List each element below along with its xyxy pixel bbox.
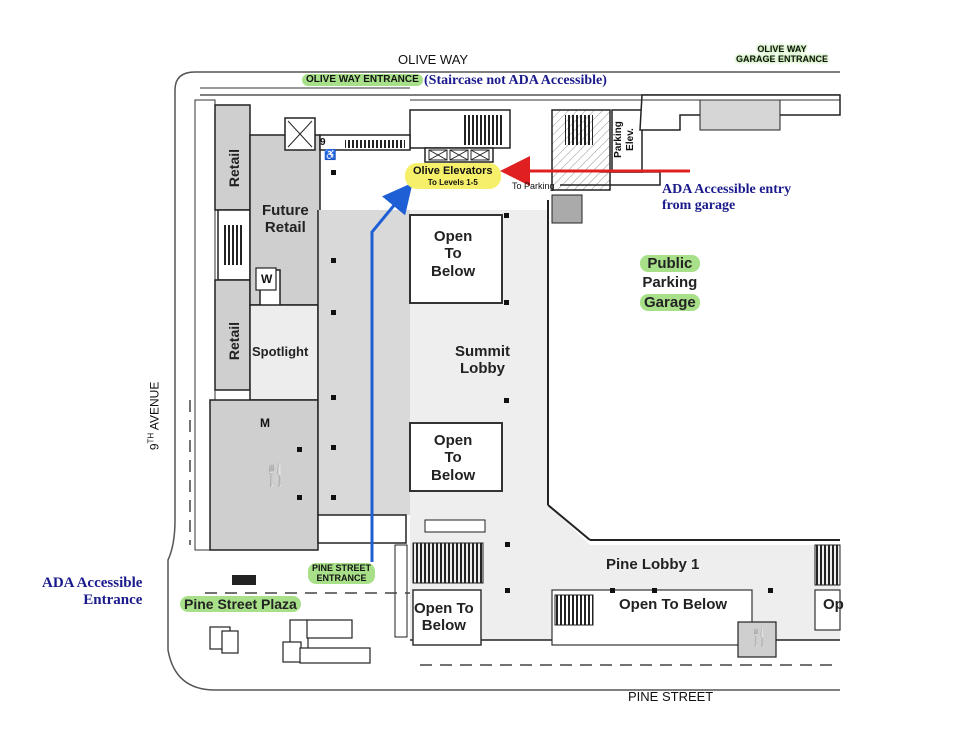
parking-elevator xyxy=(611,109,643,173)
ada-entrance-line1: ADA Accessible xyxy=(42,575,143,591)
ada-garage-line1: ADA Accessible entry xyxy=(662,182,792,197)
room-dining xyxy=(209,399,319,551)
restroom-w xyxy=(255,267,277,291)
room-label-spotlight: Spotlight xyxy=(252,344,309,359)
ada-garage-line2: from garage xyxy=(662,198,736,214)
plaza-structures xyxy=(209,619,371,664)
wheelchair-icon: ♿ xyxy=(324,150,337,161)
pine-entrance-line1: PINE STREET xyxy=(312,563,372,573)
dining-east xyxy=(737,621,777,658)
room-label-open-below-1: Open To Below xyxy=(431,228,475,280)
street-pine-street: PINE STREET xyxy=(628,689,714,704)
open-below-1-line2: To xyxy=(444,245,462,263)
sidewalk-outline xyxy=(167,71,840,691)
public-parking-line2: Parking xyxy=(642,274,698,292)
room-label-future-retail: Future Retail xyxy=(262,202,309,237)
room-label-pine-lobby: Pine Lobby 1 xyxy=(606,556,700,573)
open-below-box-3 xyxy=(412,589,482,646)
open-below-2-line2: To xyxy=(444,449,462,467)
open-below-2-line3: Below xyxy=(431,466,476,484)
street-9th-suffix: AVENUE xyxy=(147,381,162,433)
parking-elev-line1: Parking xyxy=(612,121,624,158)
escalator-north xyxy=(463,115,503,145)
route-ada-pine-to-elevators xyxy=(370,182,413,562)
room-spotlight xyxy=(249,304,319,401)
open-below-3-line2: Below xyxy=(421,617,466,635)
plaza-kiosk xyxy=(232,575,256,585)
room-label-open-below-5: Op xyxy=(823,596,844,613)
open-below-1-line1: Open xyxy=(433,228,473,245)
pine-entrance-line2: ENTRANCE xyxy=(316,573,367,584)
open-below-3-line1: Open To xyxy=(414,600,474,617)
pine-street-entrance-label: PINE STREET ENTRANCE xyxy=(308,563,376,584)
summit-lobby-line1: Summit xyxy=(455,343,511,360)
future-retail-line1: Future xyxy=(262,202,309,219)
stair-number-9: 9 xyxy=(320,137,326,148)
room-retail-lower xyxy=(214,279,251,391)
fork-knife-icon-east: 🍴 xyxy=(748,627,771,647)
ada-entrance-label: ADA Accessible Entrance xyxy=(42,575,142,610)
parking-elevator-label: Parking Elev. xyxy=(613,121,636,158)
olive-elevators-title: Olive Elevators xyxy=(413,165,493,177)
room-label-mens-restroom: M xyxy=(260,416,270,430)
summit-lobby-line2: Lobby xyxy=(460,360,505,378)
garage-entrance-line1: OLIVE WAY xyxy=(757,44,807,54)
open-below-2-line1: Open xyxy=(433,432,473,449)
ada-garage-entry-label: ADA Accessible entry from garage xyxy=(662,182,791,214)
olive-way-garage-entrance-label: OLIVE WAY GARAGE ENTRANCE xyxy=(736,44,828,65)
summit-lobby-floor xyxy=(410,210,840,640)
street-olive-way: OLIVE WAY xyxy=(398,52,469,67)
escalator-pine xyxy=(412,542,484,584)
room-label-open-below-3: Open To Below xyxy=(414,600,474,635)
future-retail-line2: Retail xyxy=(264,219,306,237)
pine-entrance-vestibule xyxy=(317,514,407,544)
parking-elev-line2: Elev. xyxy=(624,128,636,151)
escalator-east xyxy=(814,544,841,586)
public-parking-line3: Garage xyxy=(640,293,700,311)
ada-entrance-line2: Entrance xyxy=(83,592,143,609)
garage-entrance-line2: GARAGE ENTRANCE xyxy=(736,54,829,65)
olive-elevators-label: Olive Elevators To Levels 1-5 xyxy=(405,163,501,189)
open-below-1-line3: Below xyxy=(431,262,476,280)
escalator-pine-lobby xyxy=(554,594,594,626)
olive-elevators-subtitle: To Levels 1-5 xyxy=(427,177,478,187)
room-label-retail-lower: Retail xyxy=(226,321,243,361)
corridor-gray xyxy=(318,210,410,515)
olive-way-entrance-label: OLIVE WAY ENTRANCE xyxy=(302,74,423,86)
street-9th-prefix: 9 xyxy=(147,443,162,451)
room-label-pine-street-plaza: Pine Street Plaza xyxy=(180,596,301,613)
room-label-womens-restroom: W xyxy=(261,272,273,286)
street-9th-avenue: 9TH AVENUE xyxy=(146,382,162,451)
room-label-summit-lobby: Summit Lobby xyxy=(455,343,510,378)
room-label-retail-upper: Retail xyxy=(226,148,243,188)
to-parking-label: To Parking xyxy=(512,181,555,191)
fork-knife-icon: 🍴 xyxy=(262,462,290,487)
open-below-box-5 xyxy=(814,589,841,631)
public-parking-line1: Public xyxy=(640,255,700,273)
open-below-box-2 xyxy=(409,422,503,492)
room-retail-upper xyxy=(214,104,251,211)
room-label-open-below-2: Open To Below xyxy=(431,432,475,484)
public-parking-garage-label: Public Parking Garage xyxy=(640,255,700,311)
room-label-open-below-4: Open To Below xyxy=(619,596,728,613)
olive-way-staircase-note: (Staircase not ADA Accessible) xyxy=(424,73,607,88)
columns xyxy=(297,170,773,593)
north-railing xyxy=(200,87,840,101)
open-below-box-1 xyxy=(409,214,503,304)
street-9th-sup: TH xyxy=(146,432,156,444)
